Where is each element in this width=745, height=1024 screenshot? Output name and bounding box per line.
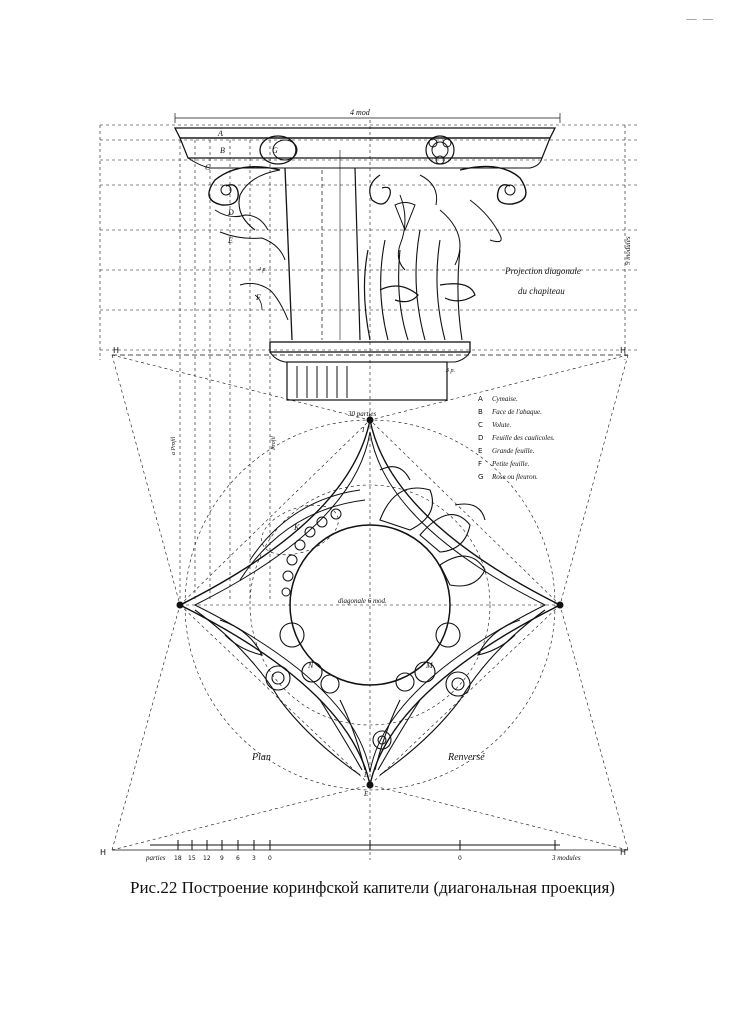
rose-fleuron (259, 135, 455, 165)
scale-left-label: parties (145, 854, 166, 862)
bell (284, 150, 361, 341)
elevation-letter-c: C (205, 163, 211, 172)
elevation-letter-d: D (227, 208, 234, 217)
diagonal-label: diagonale 6 mod. (338, 597, 387, 605)
h-label-top-left: H (113, 346, 119, 355)
small-dim-4: Profil (270, 436, 277, 451)
title-line-2: du chapiteau (518, 286, 565, 296)
legend-text-e: Grande feuille. (492, 447, 535, 455)
elevation-letter-g: G (272, 146, 278, 155)
scale-num-18: 18 (174, 855, 182, 862)
elevation-letter-a: A (217, 129, 223, 138)
scale-num-15: 15 (188, 855, 196, 862)
parties-top-label: 30 parties (347, 410, 376, 418)
scale-right-label: 3 modules (551, 854, 581, 862)
h-label-bottom-left: H (100, 848, 106, 857)
legend-key-f: F (478, 460, 482, 468)
plan-label: Plan (251, 752, 271, 763)
plan-letter-k: K (293, 523, 300, 532)
scale-num-6: 6 (236, 855, 240, 862)
plan-letter-m: M (425, 661, 434, 670)
legend-key-g: G (478, 473, 483, 481)
elevation-letter-e: E (227, 236, 233, 245)
title-line-1: Projection diagonale (504, 266, 581, 276)
legend-key-e: E (478, 447, 482, 455)
legend-key-a: A (478, 395, 483, 403)
legend-text-c: Volute. (492, 421, 511, 429)
h-label-bottom-right: H (620, 848, 626, 857)
h-label-top-right: H (620, 346, 626, 355)
astragal-and-shaft (269, 341, 471, 401)
small-dim-2: 3 p. (445, 368, 455, 374)
plan-letter-e: E (363, 790, 369, 798)
small-dim-3: a Profil (170, 436, 177, 455)
plan-letter-i: I (361, 426, 365, 434)
plan-letter-n: N (307, 661, 314, 670)
plan-leaves (379, 466, 486, 587)
elevation-letter-f: F (255, 293, 261, 302)
scale-num-9: 9 (220, 855, 224, 862)
elevation-letter-b: B (220, 146, 225, 155)
volutes-left (208, 165, 289, 321)
legend-text-f: Petite feuille. (491, 460, 530, 468)
small-dim-1: 4 p. (258, 266, 267, 273)
acanthus-leaves (363, 202, 476, 341)
side-label-right: 9 modules (624, 236, 632, 265)
scale-mid-label: 0 (458, 855, 462, 862)
scale-num-0: 0 (268, 855, 272, 862)
plan-letter-l: L (363, 771, 368, 779)
corner-marks: — — (686, 14, 715, 25)
legend-text-a: Cymaise. (492, 395, 518, 403)
scale-num-3: 3 (252, 855, 256, 862)
reversed-label: Renversé (447, 752, 485, 763)
legend: A Cymaise. B Face de l'abaque. C Volute.… (478, 395, 555, 481)
plan-bead-ring (239, 489, 366, 597)
legend-key-d: D (478, 434, 483, 442)
legend-key-b: B (478, 408, 483, 416)
abacus (173, 127, 557, 169)
legend-key-c: C (478, 421, 483, 429)
legend-text-g: Rose ou fleuron. (491, 473, 538, 481)
legend-text-b: Face de l'abaque. (491, 408, 542, 416)
legend-text-d: Feuille des caulicoles. (491, 434, 555, 442)
volutes-right (369, 165, 527, 271)
scale-num-12: 12 (203, 855, 211, 862)
plan-bell-circle (289, 524, 451, 686)
top-dimension-label: 4 mod (350, 108, 371, 117)
figure-caption: Рис.22 Построение коринфской капители (д… (130, 878, 615, 897)
plan-ornaments (194, 609, 546, 776)
construction-lines (99, 120, 640, 860)
